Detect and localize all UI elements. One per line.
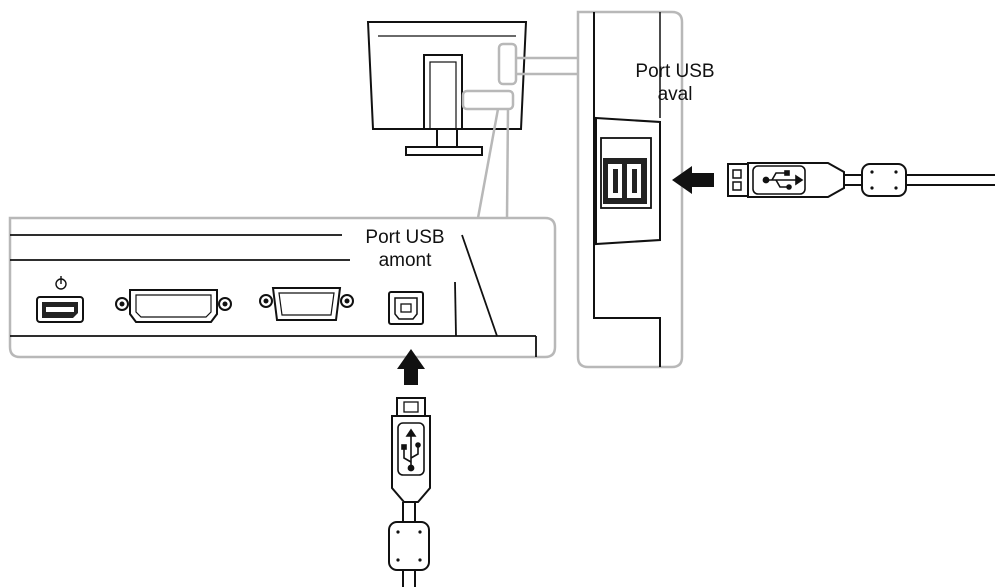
dvi-connector: [115, 289, 232, 323]
rear-view-panel: [8, 216, 557, 359]
usb-a-cable: [727, 162, 995, 198]
usb-b-cable: [388, 397, 431, 587]
downstream-label-line2: aval: [657, 84, 693, 105]
usb-downstream-ports: [603, 158, 647, 204]
downstream-highlight: [497, 42, 518, 86]
displayport-connector: [36, 296, 84, 323]
upstream-port-label: Port USB amont: [345, 226, 465, 272]
upstream-highlight: [461, 89, 515, 111]
upstream-label-line2: amont: [378, 250, 432, 271]
thumbnail-callouts: [461, 42, 578, 219]
power-icon: [55, 276, 67, 290]
downstream-label-line1: Port USB: [635, 61, 715, 82]
downstream-port-label: Port USB aval: [620, 60, 730, 106]
arrow-left-icon: [672, 166, 714, 194]
upstream-label-line1: Port USB: [365, 227, 445, 248]
vga-connector: [259, 287, 354, 321]
arrow-up-icon: [397, 349, 425, 385]
monitor-rear-thumbnail: [366, 21, 528, 156]
usb-icon: [752, 165, 806, 195]
usb-icon: [397, 422, 425, 476]
usb-upstream-port: [388, 291, 424, 325]
side-view-panel: [576, 10, 714, 369]
